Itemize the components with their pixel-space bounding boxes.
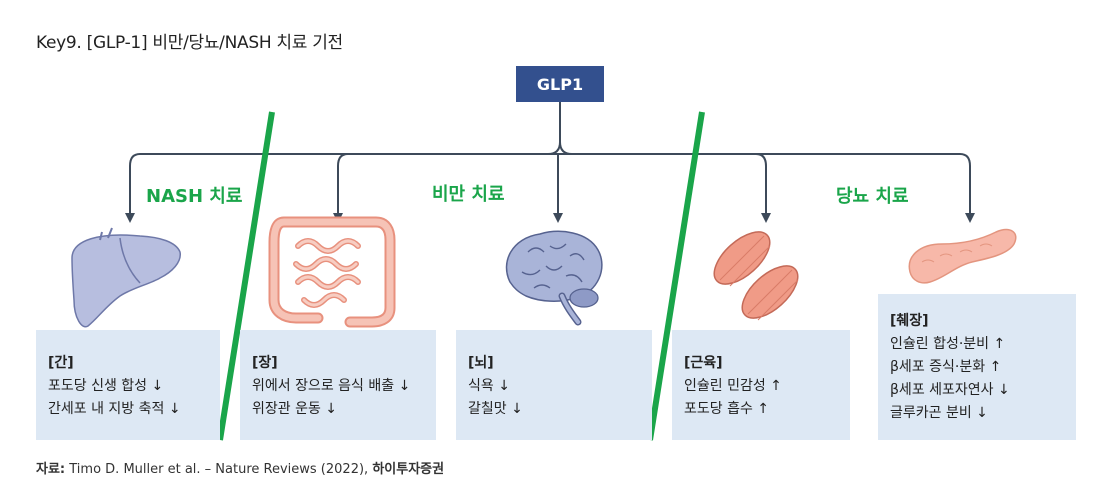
divider-obesity-diabetes [647, 111, 705, 441]
glp1-hub-box: GLP1 [516, 66, 604, 102]
muscle-line: 포도당 흡수 ↑ [684, 401, 770, 417]
arrow-to-intestine [333, 153, 349, 223]
muscle-line: 인슐린 민감성 ↑ [684, 378, 782, 394]
category-diabetes: 당뇨 치료 [836, 186, 909, 207]
connector-trunk [559, 102, 573, 155]
pancreas-line: 인슐린 합성·분비 ↑ [890, 336, 1006, 352]
arrow-to-pancreas [959, 153, 975, 223]
pancreas-header: [췌장] [890, 313, 929, 329]
source-text: Timo D. Muller et al. – Nature Reviews (… [69, 462, 369, 477]
pancreas-info-box: [췌장] 인슐린 합성·분비 ↑ β세포 증식·분화 ↑ β세포 세포자연사 ↓… [878, 294, 1076, 440]
brain-info-box: [뇌] 식욕 ↓ 갈칠맛 ↓ [456, 330, 652, 440]
pancreas-illustration [908, 228, 1017, 284]
liver-header: [간] [48, 355, 74, 371]
muscle-header: [근육] [684, 355, 723, 371]
category-nash: NASH 치료 [146, 186, 243, 207]
muscle-illustration [713, 231, 799, 321]
source-label: 자료: [36, 462, 66, 477]
category-obesity: 비만 치료 [432, 184, 505, 205]
connector-tree [125, 102, 975, 223]
liver-line: 간세포 내 지방 축적 ↓ [48, 401, 181, 417]
brain-header: [뇌] [468, 355, 494, 371]
brain-line: 식욕 ↓ [468, 378, 510, 394]
connector-trunk-left [547, 141, 561, 155]
source-org: 하이투자증권 [372, 462, 445, 477]
muscle-info-box: [근육] 인슐린 민감성 ↑ 포도당 흡수 ↑ [672, 330, 850, 440]
liver-line: 포도당 신생 합성 ↓ [48, 378, 164, 394]
pancreas-line: 글루카곤 분비 ↓ [890, 405, 988, 421]
intestine-illustration [268, 216, 396, 328]
intestine-info-box: [장] 위에서 장으로 음식 배출 ↓ 위장관 운동 ↓ [240, 330, 436, 440]
source-note: 자료: Timo D. Muller et al. – Nature Revie… [36, 458, 444, 477]
brain-illustration [505, 230, 603, 326]
divider-nash-obesity [217, 111, 275, 441]
liver-illustration [71, 227, 181, 328]
pancreas-line: β세포 증식·분화 ↑ [890, 359, 1002, 375]
intestine-line: 위장관 운동 ↓ [252, 401, 338, 417]
brain-line: 갈칠맛 ↓ [468, 401, 523, 417]
pancreas-line: β세포 세포자연사 ↓ [890, 382, 1010, 398]
intestine-line: 위에서 장으로 음식 배출 ↓ [252, 378, 411, 394]
figure-title: Key9. [GLP-1] 비만/당뇨/NASH 치료 기전 [36, 33, 343, 53]
arrow-to-liver [125, 153, 141, 223]
liver-info-box: [간] 포도당 신생 합성 ↓ 간세포 내 지방 축적 ↓ [36, 330, 220, 440]
intestine-header: [장] [252, 355, 278, 371]
arrow-to-muscle [755, 153, 771, 223]
